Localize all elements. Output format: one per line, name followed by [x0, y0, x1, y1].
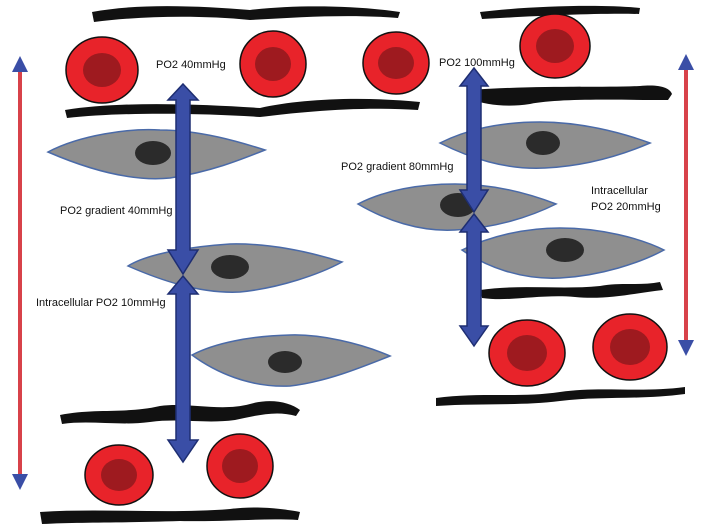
red-blood-cell	[206, 433, 274, 499]
red-blood-cell	[362, 31, 430, 95]
right-intracellular-label-line1: Intracellular	[591, 185, 648, 197]
tissue-cell	[438, 121, 653, 169]
right-gradient-label: PO2 gradient 80mmHg	[341, 161, 454, 173]
red-blood-cell	[519, 13, 591, 79]
gradient-arrow-right-upper	[458, 66, 490, 214]
right-intracellular-label-line2: PO2 20mmHg	[591, 201, 661, 213]
left-intracellular-po2-label: Intracellular PO2 10mmHg	[36, 297, 166, 309]
tissue-cell	[356, 183, 558, 231]
red-blood-cell	[488, 319, 566, 387]
vessel-wall-right-bottom	[436, 387, 685, 406]
vessel-wall-right-top	[480, 5, 640, 19]
gradient-arrow-right-lower	[458, 212, 490, 348]
gradient-arrow-left-lower	[166, 274, 200, 464]
vessel-wall-left-bottom	[40, 507, 300, 524]
red-blood-cell	[239, 30, 307, 98]
left-gradient-label: PO2 gradient 40mmHg	[60, 205, 173, 217]
vessel-wall-left-top	[92, 6, 400, 22]
red-blood-cell	[84, 444, 154, 506]
tissue-cell	[460, 227, 666, 279]
tissue-cell	[126, 243, 344, 293]
gradient-arrow-left-upper	[166, 82, 200, 276]
left-capillary-po2-label: PO2 40mmHg	[156, 59, 226, 71]
vessel-wall-left-mid	[65, 98, 420, 118]
vessel-wall-right-lower	[480, 282, 663, 300]
tissue-cell	[46, 128, 268, 180]
red-blood-cell	[65, 36, 139, 104]
red-blood-cell	[592, 313, 668, 381]
right-capillary-po2-label: PO2 100mmHg	[439, 57, 515, 69]
vessel-wall-right-mid	[470, 85, 672, 106]
tissue-cell	[190, 334, 392, 387]
